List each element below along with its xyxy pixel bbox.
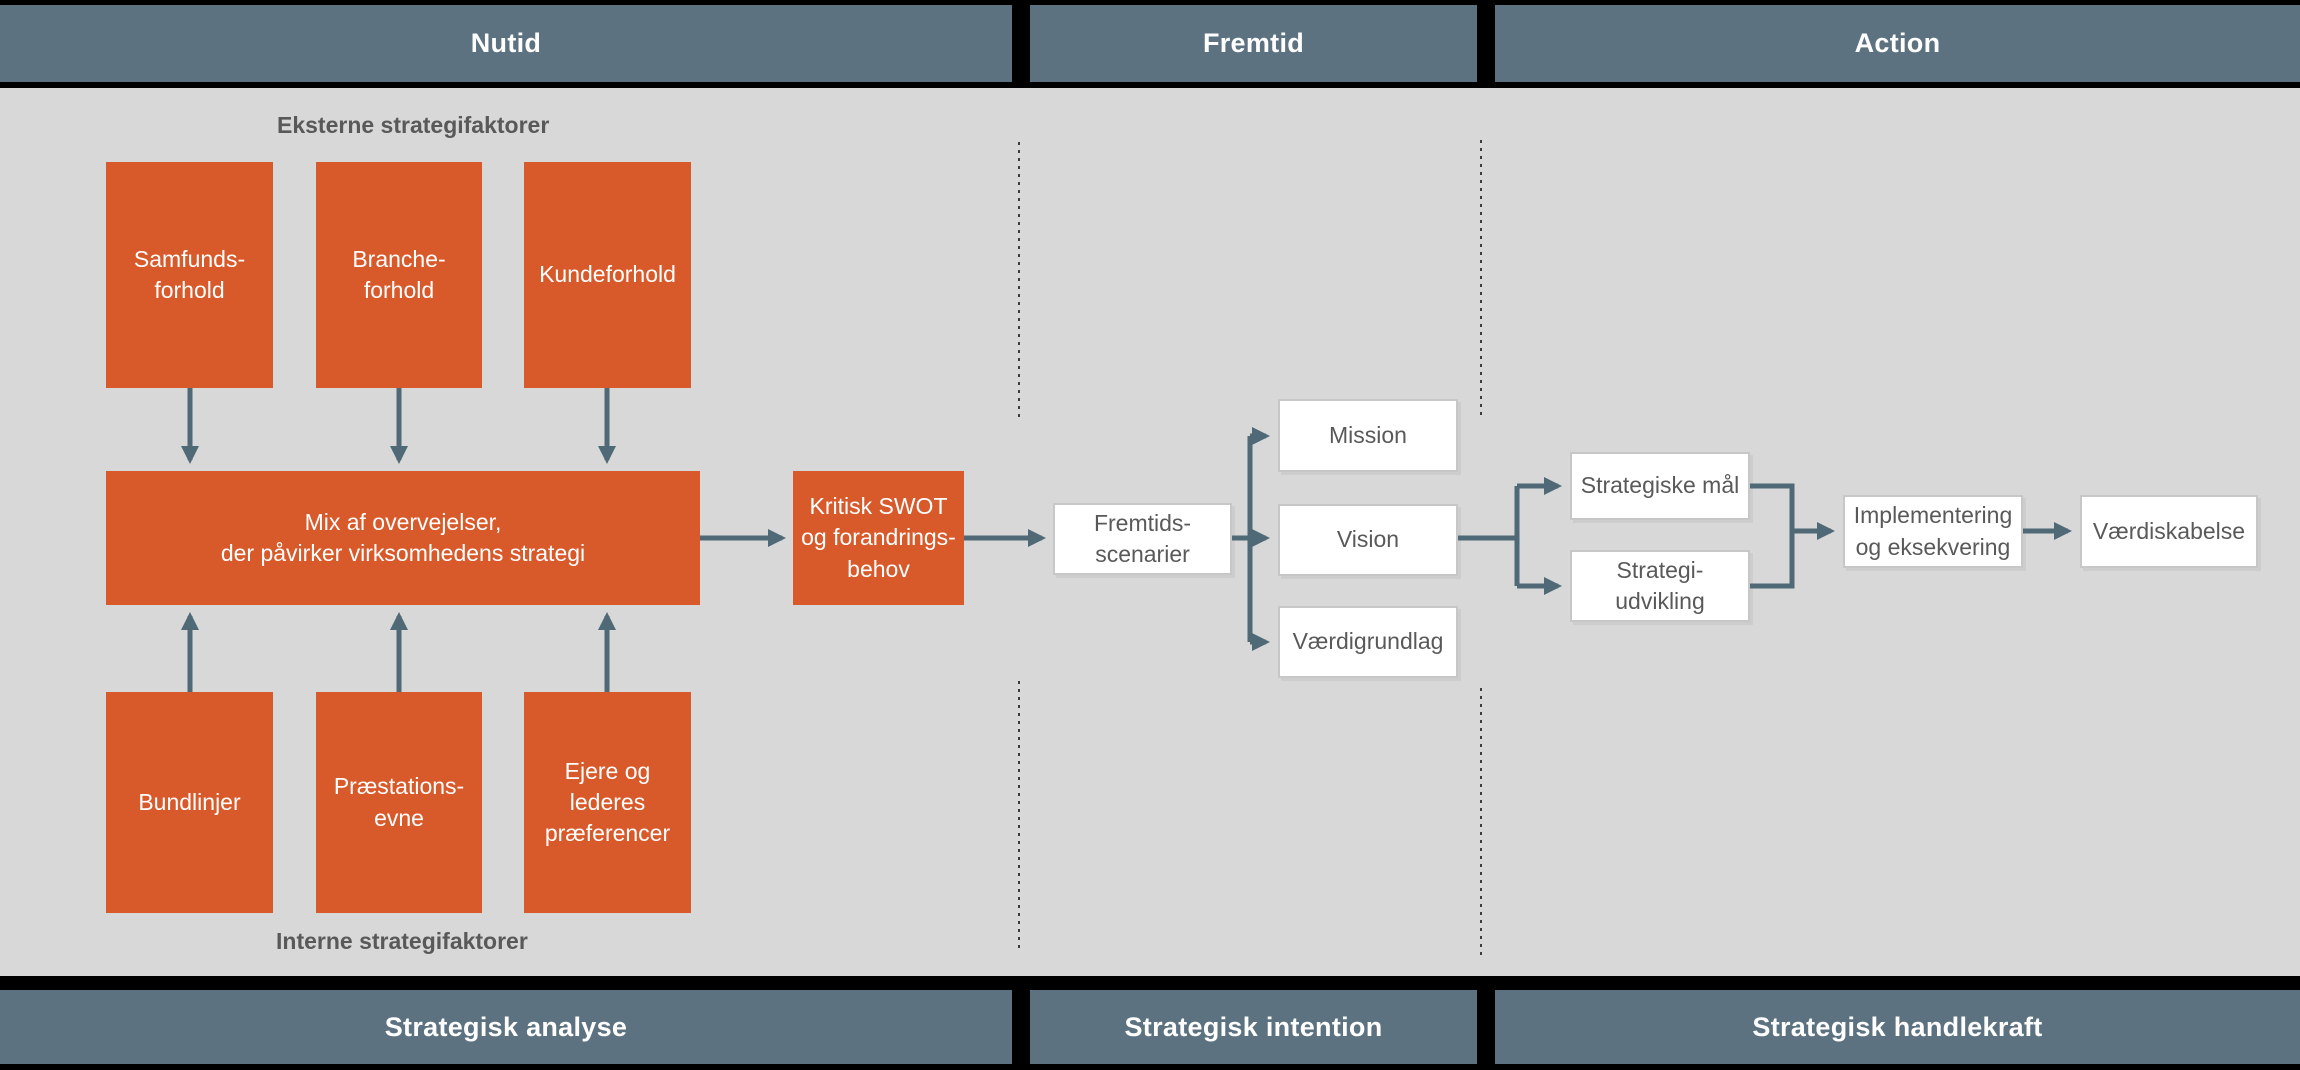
box-brancheforhold-line1: Branche- (352, 245, 446, 272)
box-fremtidsscenarier: Fremtids- scenarier (1053, 503, 1232, 575)
box-samfundsforhold-line1: Samfunds- (133, 245, 246, 272)
header-nutid-label: Nutid (470, 28, 542, 58)
box-swot-line3: behov (847, 555, 910, 582)
footer-strategisk-intention: Strategisk intention (1030, 990, 1477, 1064)
box-implementering: Implementering og eksekvering (1843, 495, 2023, 568)
box-mission-line1: Mission (1329, 421, 1407, 448)
footer-strategisk-handlekraft: Strategisk handlekraft (1495, 990, 2300, 1064)
box-samfundsforhold-line2: forhold (154, 277, 225, 303)
box-praestationsevne: Præstations- evne (316, 692, 482, 913)
header-action-label: Action (1854, 28, 1941, 58)
box-vision: Vision (1278, 504, 1458, 576)
footer-strategisk-analyse: Strategisk analyse (0, 990, 1012, 1064)
box-strategiske-maal: Strategiske mål (1570, 452, 1750, 520)
box-fremtid-line2: scenarier (1095, 541, 1190, 567)
box-kritisk-swot: Kritisk SWOT og forandrings- behov (793, 471, 964, 605)
box-bundlinjer-line1: Bundlinjer (138, 788, 241, 815)
footer-analyse-label: Strategisk analyse (384, 1011, 628, 1042)
box-mission: Mission (1278, 399, 1458, 472)
header-nutid: Nutid (0, 5, 1012, 82)
label-eksterne-strategifaktorer: Eksterne strategifaktorer (277, 112, 550, 138)
box-praestationsevne-line1: Præstations- (333, 773, 465, 800)
box-ejere-line3: præferencer (544, 820, 671, 847)
box-maal-line1: Strategiske mål (1580, 472, 1740, 499)
box-brancheforhold-line2: forhold (363, 277, 435, 303)
box-mix-af-overvejelser: Mix af overvejelser, der påvirker virkso… (106, 471, 700, 605)
box-praestationsevne-line2: evne (374, 804, 424, 831)
box-vision-line1: Vision (1336, 526, 1400, 553)
box-udvikling-line1: Strategi- (1616, 556, 1704, 583)
box-strategiudvikling: Strategi- udvikling (1570, 550, 1750, 622)
box-swot-line2: og forandrings- (801, 524, 956, 551)
box-kundeforhold-line1: Kundeforhold (539, 261, 676, 288)
box-mix-line1: Mix af overvejelser, (304, 508, 502, 535)
box-ejere-line1: Ejere og (564, 757, 651, 784)
box-vaerdiskabelse: Værdiskabelse (2080, 495, 2258, 568)
box-brancheforhold: Branche- forhold (316, 162, 482, 388)
box-fremtid-line1: Fremtids- (1093, 509, 1192, 536)
box-implementering-line1: Implementering (1853, 502, 2013, 529)
header-action: Action (1495, 5, 2300, 82)
footer-handlekraft-label: Strategisk handlekraft (1752, 1011, 2043, 1042)
header-fremtid: Fremtid (1030, 5, 1477, 82)
footer-intention-label: Strategisk intention (1124, 1011, 1383, 1042)
box-vaerdiskabelse-line1: Værdiskabelse (2092, 517, 2246, 544)
box-samfundsforhold: Samfunds- forhold (106, 162, 273, 388)
box-ejere-line2: lederes (569, 788, 646, 815)
label-interne-strategifaktorer: Interne strategifaktorer (276, 928, 528, 954)
box-bundlinjer: Bundlinjer (106, 692, 273, 913)
box-vaerdigrundlag: Værdigrundlag (1278, 606, 1458, 678)
box-kundeforhold: Kundeforhold (524, 162, 691, 388)
box-implementering-line2: og eksekvering (1855, 533, 2011, 560)
box-mix-line2: der påvirker virksomhedens strategi (220, 540, 586, 566)
box-udvikling-line2: udvikling (1615, 588, 1705, 614)
box-ejere-lederes-praeferencer: Ejere og lederes præferencer (524, 692, 691, 913)
box-swot-line1: Kritisk SWOT (809, 493, 948, 520)
header-fremtid-label: Fremtid (1202, 28, 1305, 58)
box-vaerdigrundlag-line1: Værdigrundlag (1292, 628, 1444, 655)
